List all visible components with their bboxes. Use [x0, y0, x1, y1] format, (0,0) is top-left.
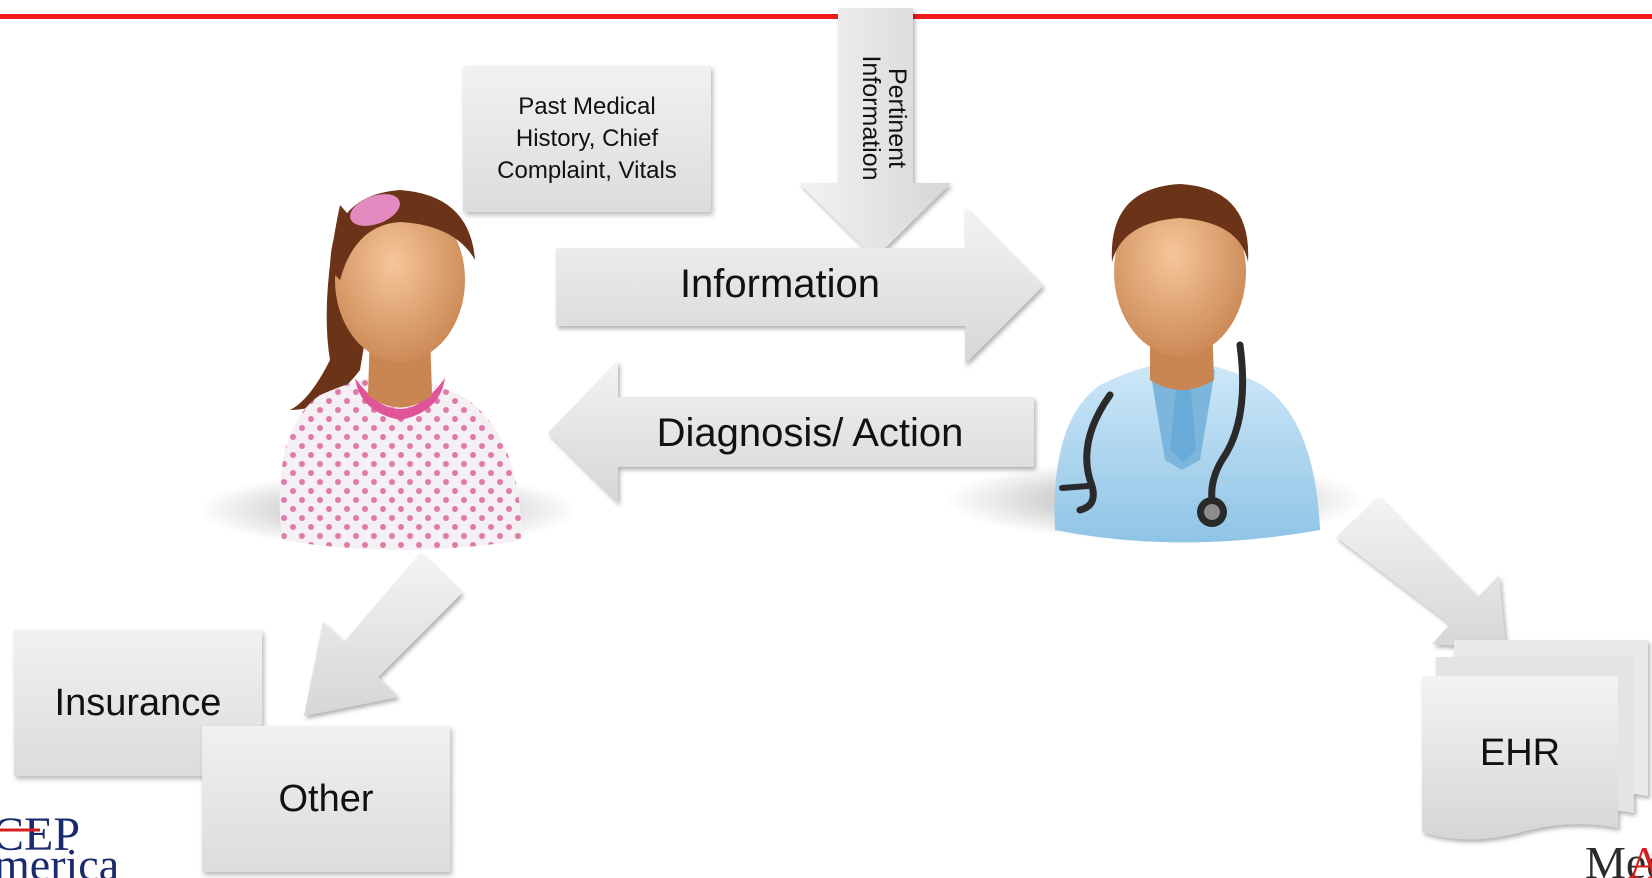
pertinent-information-label: Pertinent Information [856, 55, 911, 181]
diagnosis-arrow-label: Diagnosis/ Action [656, 411, 964, 455]
cep-america-logo: CEP merica [0, 808, 119, 878]
ehr-document-stack-icon [1422, 640, 1648, 840]
doctor-down-right-arrow [1336, 497, 1506, 649]
information-right-arrow [556, 208, 1043, 364]
information-arrow-label: Information [679, 262, 881, 306]
other-box: Other [202, 726, 450, 872]
patient-down-left-arrow [304, 553, 462, 716]
meda-logo: Med A [1585, 837, 1652, 878]
svg-text:A: A [1628, 837, 1652, 878]
doctor-avatar-icon [945, 184, 1365, 543]
svg-text:CEP: CEP [0, 808, 80, 861]
patient-history-text: Past Medical History, Chief Complaint, V… [497, 93, 677, 184]
patient-history-box: Past Medical History, Chief Complaint, V… [463, 66, 711, 212]
patient-avatar-icon [198, 190, 578, 550]
other-text: Other [278, 777, 374, 820]
insurance-text: Insurance [54, 681, 222, 724]
svg-text:Med: Med [1585, 837, 1652, 878]
svg-text:merica: merica [0, 839, 119, 878]
pertinent-down-arrow [799, 8, 951, 258]
ehr-label: EHR [1479, 732, 1561, 774]
header-accent-line [0, 14, 1652, 19]
diagnosis-left-arrow [548, 360, 1034, 503]
